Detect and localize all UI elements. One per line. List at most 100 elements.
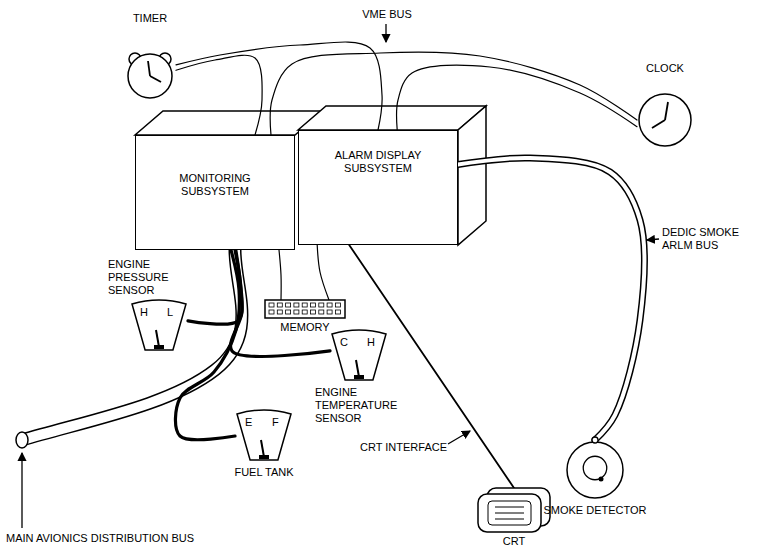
leader-arrow xyxy=(647,239,659,240)
node-label: ENGINE TEMPERATURE SENSOR xyxy=(315,386,405,425)
memory-cell xyxy=(335,303,340,307)
fuel-gauge: EFFUEL TANK xyxy=(235,410,293,462)
connector xyxy=(397,65,637,130)
clock-hand xyxy=(665,102,668,120)
memory-chip-shape xyxy=(265,300,345,318)
gauge-hub xyxy=(259,455,269,459)
gauge-mark: H xyxy=(140,306,152,319)
node-label: CLOCK xyxy=(625,62,705,75)
memory-cell xyxy=(269,303,274,307)
gauge-face xyxy=(332,330,386,380)
node-label: CRT xyxy=(478,535,550,548)
node-label: MEMORY xyxy=(260,321,350,334)
gauge-face xyxy=(132,300,186,350)
memory-cell xyxy=(327,310,332,314)
timer-icon: TIMER xyxy=(124,46,176,100)
bus-tube-inner xyxy=(22,250,242,440)
leader-arrow xyxy=(21,453,22,528)
memory-body xyxy=(265,300,345,318)
detector-light xyxy=(599,477,604,482)
sensor-gauge-shape xyxy=(130,300,188,352)
connector xyxy=(279,250,281,300)
gauge-hub xyxy=(354,375,364,379)
crt-text-line xyxy=(495,519,524,520)
gauge-needle xyxy=(156,330,159,347)
connector-path xyxy=(270,52,637,135)
gauge-needle xyxy=(261,440,264,457)
connector xyxy=(175,250,239,440)
sensor-gauge: ENGINE PRESSURE SENSORHL xyxy=(130,300,188,352)
gauge-mark: L xyxy=(167,306,179,319)
connector-path xyxy=(458,158,645,440)
leader-arrow xyxy=(448,431,470,444)
box-top-face xyxy=(298,106,486,130)
clock-icon-shape xyxy=(637,92,693,148)
memory-cell xyxy=(269,310,274,314)
crt-text-line xyxy=(495,507,524,508)
memory-chip: MEMORY xyxy=(265,300,345,318)
subsystem-box: ALARM DISPLAY SUBSYSTEM xyxy=(298,130,458,245)
timer-face xyxy=(128,54,172,98)
clock-face xyxy=(639,94,691,146)
smoke-detector-shape xyxy=(565,440,625,500)
bus-label: MAIN AVIONICS DISTRIBUTION BUS xyxy=(6,532,266,545)
memory-cell xyxy=(311,303,316,307)
clock-hand xyxy=(652,120,665,128)
fuel-gauge-shape xyxy=(235,410,293,462)
memory-cell xyxy=(319,310,324,314)
connector-path xyxy=(279,250,281,300)
connector xyxy=(317,245,329,300)
gauge-face xyxy=(237,410,291,460)
connector xyxy=(270,52,637,135)
gauge-mark: E xyxy=(245,416,257,429)
gauge-mark: F xyxy=(272,416,284,429)
detector-mount xyxy=(592,437,598,443)
node-label: SMOKE DETECTOR xyxy=(540,504,650,517)
connector-path xyxy=(175,250,239,440)
memory-cell xyxy=(294,303,299,307)
crt-text-line xyxy=(495,513,524,514)
crt-monitor-shape xyxy=(478,488,550,532)
bus-cable xyxy=(458,158,645,440)
gauge-mark: C xyxy=(340,336,352,349)
box-top-face xyxy=(135,111,323,135)
memory-cell xyxy=(327,303,332,307)
node-label: ENGINE PRESSURE SENSOR xyxy=(108,258,188,297)
leader-arrow xyxy=(385,24,386,42)
node-label: TIMER xyxy=(110,12,190,25)
node-label: FUEL TANK xyxy=(224,466,304,479)
memory-cell xyxy=(311,310,316,314)
memory-cell xyxy=(277,303,282,307)
memory-cell xyxy=(277,310,282,314)
box-side-face xyxy=(458,106,486,245)
connector xyxy=(176,42,382,130)
clock-hand xyxy=(150,76,161,82)
memory-cell xyxy=(286,310,291,314)
connector-path xyxy=(231,250,330,356)
connector-path xyxy=(176,55,262,135)
connector-path xyxy=(397,65,637,130)
detector-sensor xyxy=(583,456,607,480)
node-label: MONITORING SUBSYSTEM xyxy=(146,172,284,198)
bus-label: DEDIC SMOKE ARLM BUS xyxy=(662,226,754,252)
bus-tube-outline xyxy=(22,250,242,440)
gauge-hub xyxy=(154,345,164,349)
crt-screen xyxy=(488,501,531,525)
crt-front xyxy=(478,494,541,532)
clock-icon: CLOCK xyxy=(637,92,693,148)
gauge-needle xyxy=(356,360,359,377)
memory-cell xyxy=(286,303,291,307)
memory-cell xyxy=(294,310,299,314)
crt-monitor: CRT xyxy=(478,488,550,532)
sensor-gauge-shape xyxy=(330,330,388,382)
connector-path xyxy=(317,245,329,300)
interface-label: CRT INTERFACE xyxy=(360,441,460,454)
detector-body xyxy=(567,442,623,498)
memory-cell xyxy=(335,310,340,314)
connector-inner xyxy=(458,158,645,440)
connector xyxy=(231,250,330,356)
timer-icon-shape xyxy=(124,46,176,100)
